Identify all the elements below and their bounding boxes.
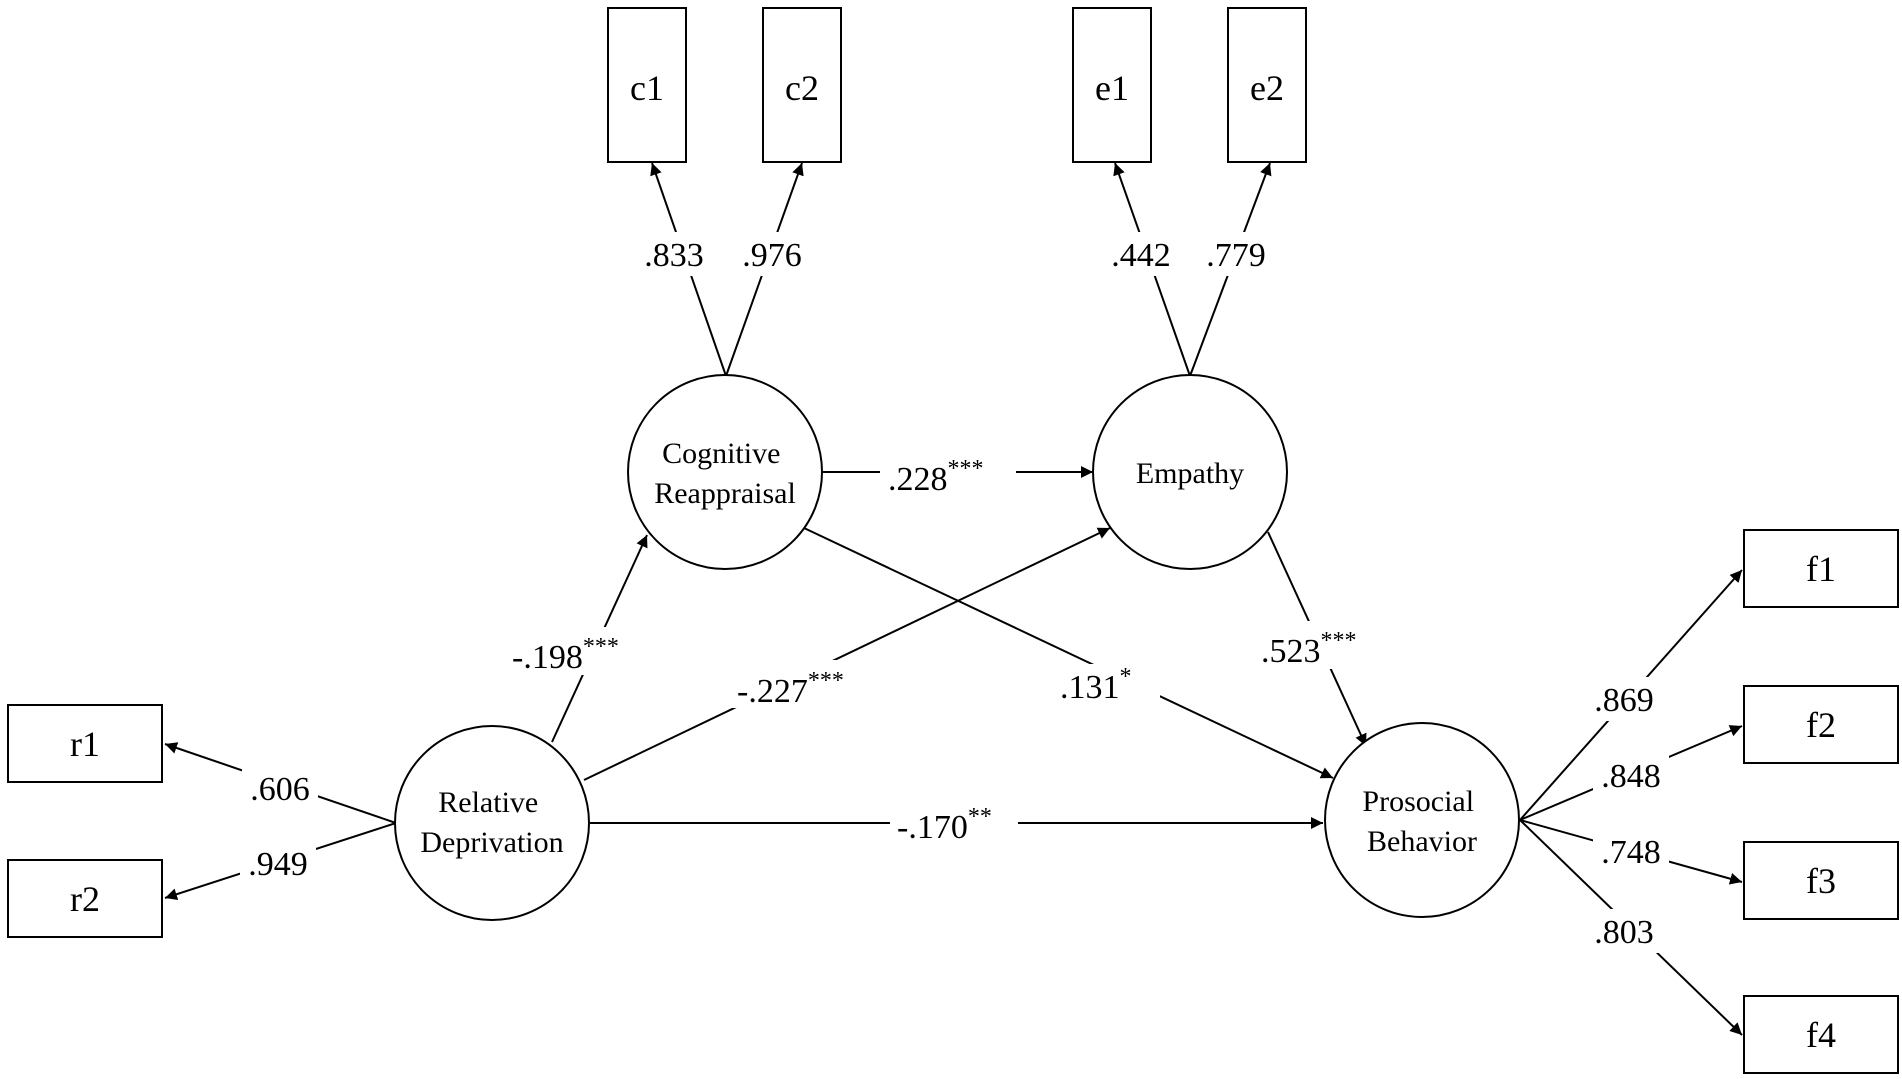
indicator-f2: f2 <box>1743 685 1899 764</box>
indicator-r2-label: r2 <box>70 879 100 919</box>
indicator-e2: e2 <box>1227 7 1307 163</box>
loading-c1: .833 <box>644 237 704 274</box>
path-label-emp-pb: .523*** <box>1261 628 1357 670</box>
indicator-f4: f4 <box>1743 995 1899 1074</box>
indicator-c1-label: c1 <box>630 68 664 108</box>
edge-cr-pb <box>803 527 1334 779</box>
indicators: c1 c2 e1 e2 r1 r2 f1 f2 <box>7 7 1899 1074</box>
indicator-f4-label: f4 <box>1806 1015 1836 1055</box>
indicator-f3: f3 <box>1743 841 1899 920</box>
latents: Cognitive Reappraisal Empathy Relative D… <box>394 374 1520 921</box>
path-label-rd-cr: -.198*** <box>512 634 619 676</box>
indicator-f1: f1 <box>1743 529 1899 608</box>
loading-f3: .748 <box>1601 834 1661 871</box>
indicator-f2-label: f2 <box>1806 705 1836 745</box>
loading-labels: .833 .976 .442 .779 .606 .949 .869 .848 … <box>240 232 1669 953</box>
loading-e2: .779 <box>1206 237 1266 274</box>
indicator-e2-label: e2 <box>1250 68 1284 108</box>
latent-empathy-label: Empathy <box>1136 457 1244 490</box>
latent-prosocial-behavior: Prosocial Behavior <box>1324 722 1520 918</box>
indicator-c2-label: c2 <box>785 68 819 108</box>
indicator-c2: c2 <box>762 7 842 163</box>
loading-r2: .949 <box>248 846 308 883</box>
indicator-e1: e1 <box>1072 7 1152 163</box>
latent-cognitive-reappraisal-label: Cognitive Reappraisal <box>654 437 796 510</box>
path-label-cr-pb: .131* <box>1060 664 1132 706</box>
indicator-e1-label: e1 <box>1095 68 1129 108</box>
loading-e1: .442 <box>1111 237 1171 274</box>
indicator-c1: c1 <box>607 7 687 163</box>
latent-empathy: Empathy <box>1092 374 1288 570</box>
loading-c2: .976 <box>742 237 802 274</box>
indicator-r1: r1 <box>7 704 163 783</box>
indicator-f3-label: f3 <box>1806 861 1836 901</box>
latent-prosocial-behavior-label: Prosocial Behavior <box>1362 785 1481 858</box>
loading-f1: .869 <box>1594 682 1654 719</box>
path-label-cr-emp: .228*** <box>888 456 984 498</box>
edge-rd-emp <box>583 527 1111 781</box>
path-label-rd-emp: -.227*** <box>737 668 844 710</box>
indicator-r1-label: r1 <box>70 724 100 764</box>
loading-f2: .848 <box>1601 758 1661 795</box>
latent-cognitive-reappraisal: Cognitive Reappraisal <box>627 374 823 570</box>
path-label-rd-pb: -.170** <box>897 804 992 846</box>
path-labels: .228*** -.198*** -.227*** .131* .523*** … <box>505 449 1388 848</box>
latent-relative-deprivation: Relative Deprivation <box>394 725 590 921</box>
latent-relative-deprivation-label: Relative Deprivation <box>420 786 563 859</box>
indicator-r2: r2 <box>7 859 163 938</box>
edges <box>164 162 1743 1036</box>
loading-f4: .803 <box>1594 914 1654 951</box>
indicator-f1-label: f1 <box>1806 549 1836 589</box>
loading-r1: .606 <box>250 771 310 808</box>
